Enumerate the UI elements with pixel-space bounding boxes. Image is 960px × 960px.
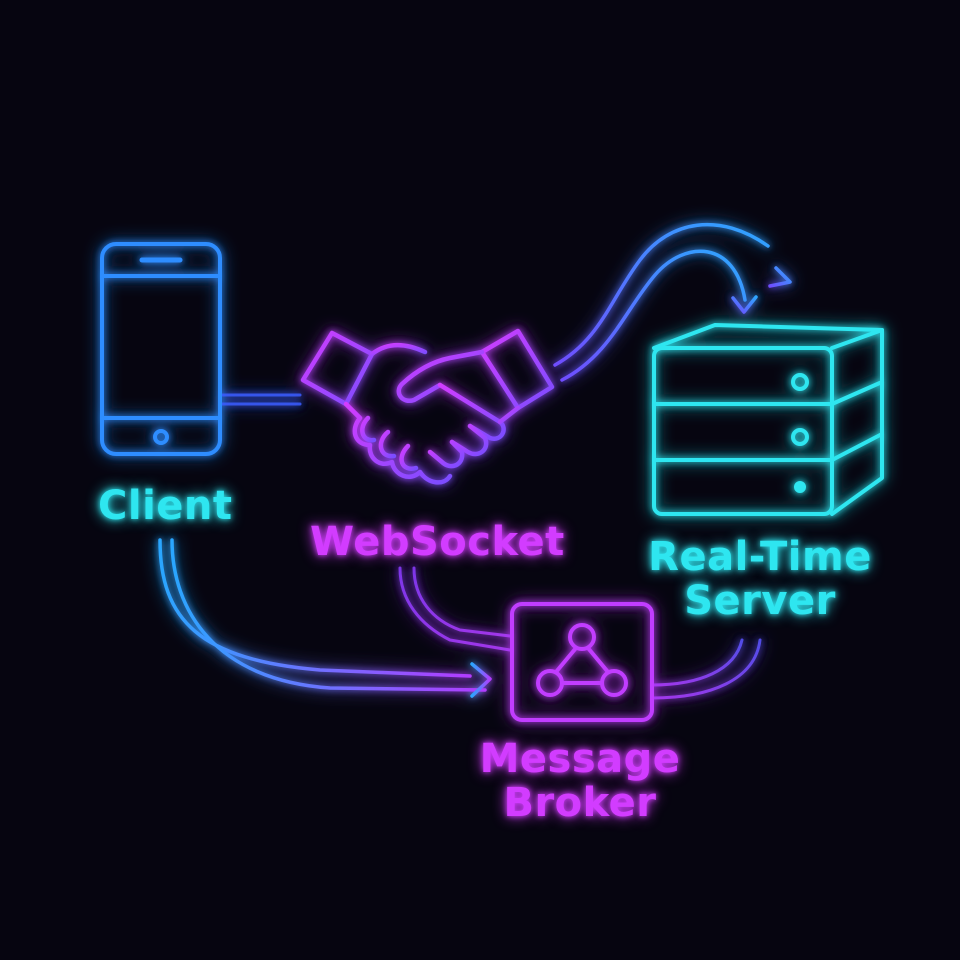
- network-triangle-icon: [510, 602, 654, 722]
- broker-label-line1: Message: [479, 736, 681, 782]
- broker-label-line2: Broker: [503, 780, 657, 826]
- websocket-broker-connector: [398, 566, 512, 652]
- client-label: Client: [98, 483, 233, 529]
- server-label-line2: Server: [684, 578, 836, 624]
- smartphone-icon: [100, 242, 222, 456]
- client-websocket-connector: [220, 393, 302, 406]
- broker-server-connector: [650, 638, 762, 700]
- websocket-label: WebSocket: [310, 519, 565, 565]
- broker-label: Message Broker: [470, 737, 690, 825]
- client-broker-arrow: [158, 538, 492, 698]
- server-rack-icon: [652, 323, 884, 516]
- handshake-icon: [300, 328, 555, 485]
- server-label: Real-Time Server: [640, 535, 880, 623]
- websocket-server-arrow: [553, 223, 792, 382]
- server-label-line1: Real-Time: [648, 534, 872, 580]
